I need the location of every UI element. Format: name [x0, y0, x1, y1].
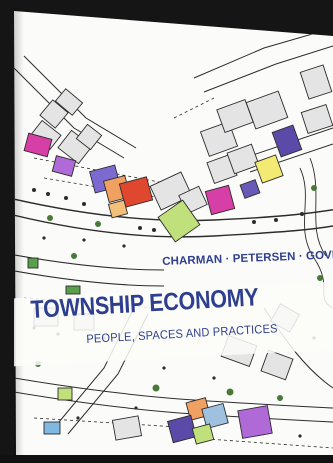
map-street	[193, 27, 333, 79]
map-road	[14, 269, 165, 287]
township-map-illustration	[14, 27, 333, 449]
map-street	[203, 45, 333, 93]
map-street	[23, 55, 137, 149]
book-cover	[14, 11, 333, 455]
map-road	[14, 213, 333, 238]
map-street	[14, 67, 125, 159]
floor-shadow	[0, 455, 333, 463]
map-street	[14, 377, 333, 409]
map-road	[14, 253, 165, 271]
map-path	[309, 157, 327, 257]
map-road	[14, 197, 333, 222]
